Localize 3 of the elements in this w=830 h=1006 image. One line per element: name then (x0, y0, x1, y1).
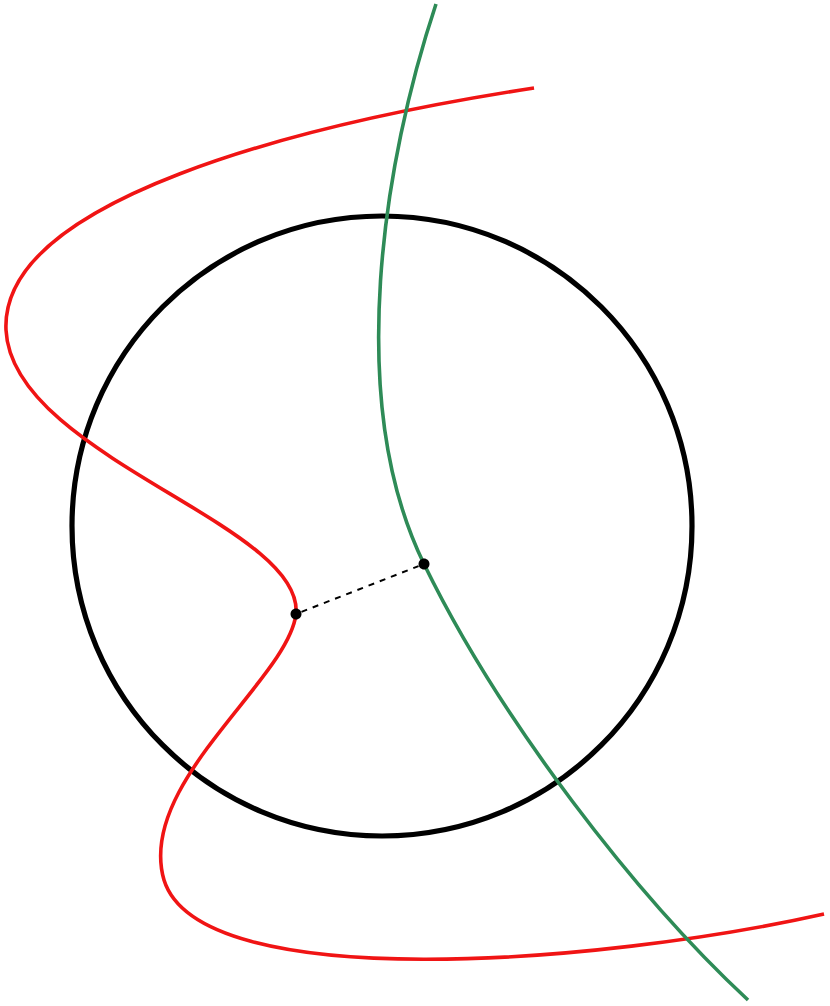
point (418, 558, 430, 570)
point (290, 608, 302, 620)
dashed-segment (300, 565, 420, 613)
